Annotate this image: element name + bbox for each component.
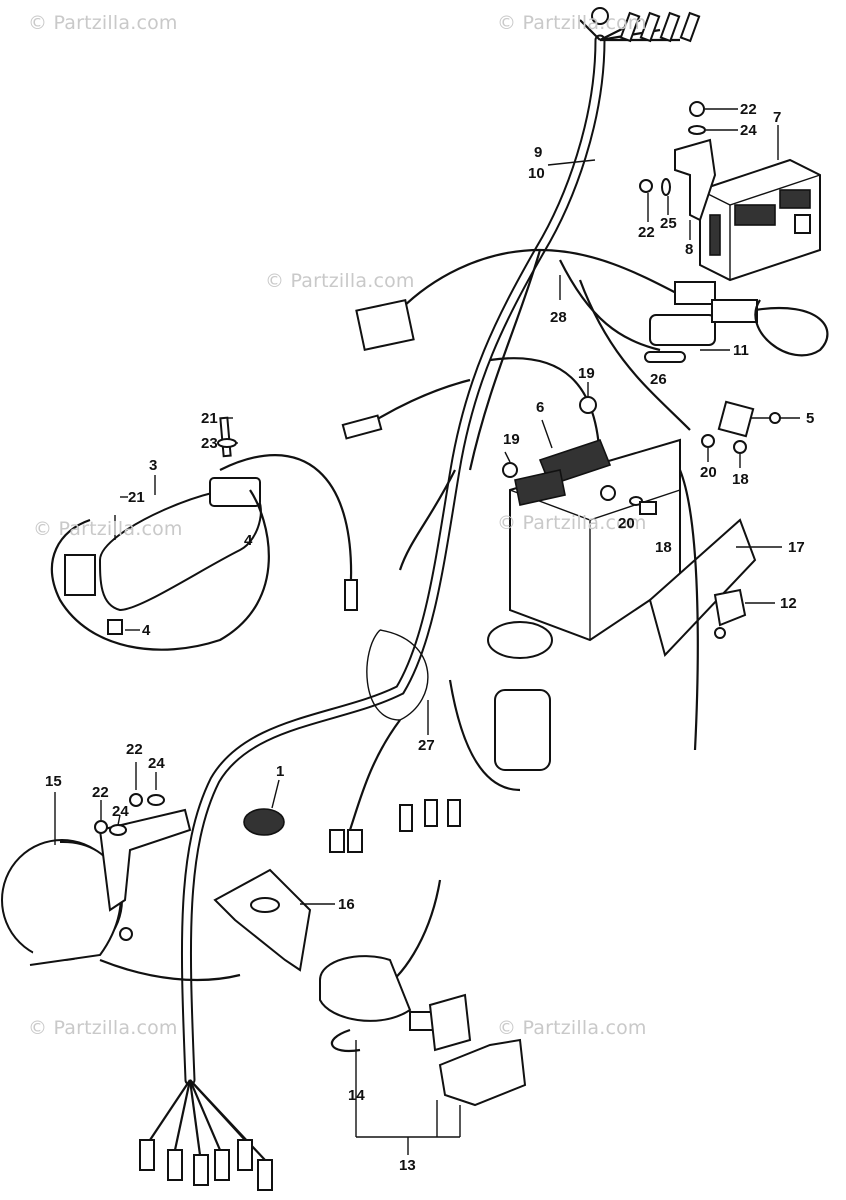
callout-26: 26 [650, 371, 667, 388]
harness-top-terminals [591, 7, 701, 43]
callout-6: 6 [536, 399, 545, 416]
callout-18: 18 [732, 471, 749, 488]
callout-22: 22 [638, 224, 655, 241]
watermark: © Partzilla.com [33, 518, 183, 540]
watermark: © Partzilla.com [497, 12, 647, 34]
ignition-coil [50, 416, 358, 651]
watermark: © Partzilla.com [497, 512, 647, 534]
callout-18: 18 [655, 539, 672, 556]
callout-20: 20 [618, 515, 635, 532]
harness-bottom-terminals [139, 1079, 273, 1191]
speedometer [1, 793, 241, 982]
leader-lines [54, 108, 800, 1155]
callout-22: 22 [126, 741, 143, 758]
watermark: © Partzilla.com [265, 270, 415, 292]
battery [502, 396, 681, 642]
callout-27: 27 [418, 737, 435, 754]
mount-bracket [213, 868, 312, 972]
callout-24: 24 [112, 803, 129, 820]
callout-1: 1 [276, 763, 285, 780]
rubber-mount [487, 621, 553, 659]
callout-19: 19 [503, 431, 520, 448]
callout-22: 22 [740, 101, 757, 118]
battery-band [648, 518, 757, 657]
harness-connector [355, 299, 415, 351]
starter-relay [717, 400, 755, 438]
callout-23: 23 [201, 435, 218, 452]
callout-13: 13 [399, 1157, 416, 1174]
callout-10: 10 [528, 165, 545, 182]
callout-7: 7 [773, 109, 782, 126]
callout-11: 11 [733, 342, 749, 359]
callout-24: 24 [148, 755, 165, 772]
callout-12: 12 [780, 595, 797, 612]
callout-28: 28 [550, 309, 567, 326]
callout-4: 4 [142, 622, 151, 639]
callout-17: 17 [788, 539, 805, 556]
callout-25: 25 [660, 215, 677, 232]
watermark: © Partzilla.com [28, 12, 178, 34]
callout-21: 21 [128, 489, 145, 506]
ignition-switch [319, 799, 527, 1107]
callout-9: 9 [534, 144, 543, 161]
callout-21: 21 [201, 410, 218, 427]
watermark: © Partzilla.com [28, 1017, 178, 1039]
callout-8: 8 [685, 241, 694, 258]
callout-4: 4 [244, 532, 253, 549]
fuse-holder [644, 281, 829, 363]
callout-5: 5 [806, 410, 815, 427]
callout-24: 24 [740, 122, 757, 139]
callout-22: 22 [92, 784, 109, 801]
callout-16: 16 [338, 896, 355, 913]
callout-19: 19 [578, 365, 595, 382]
callout-14: 14 [348, 1087, 365, 1104]
fuse-box [699, 158, 821, 282]
grommet [243, 808, 285, 836]
bracket [674, 138, 717, 222]
callout-20: 20 [700, 464, 717, 481]
watermark: © Partzilla.com [497, 1017, 647, 1039]
callout-3: 3 [149, 457, 158, 474]
callout-15: 15 [45, 773, 62, 790]
